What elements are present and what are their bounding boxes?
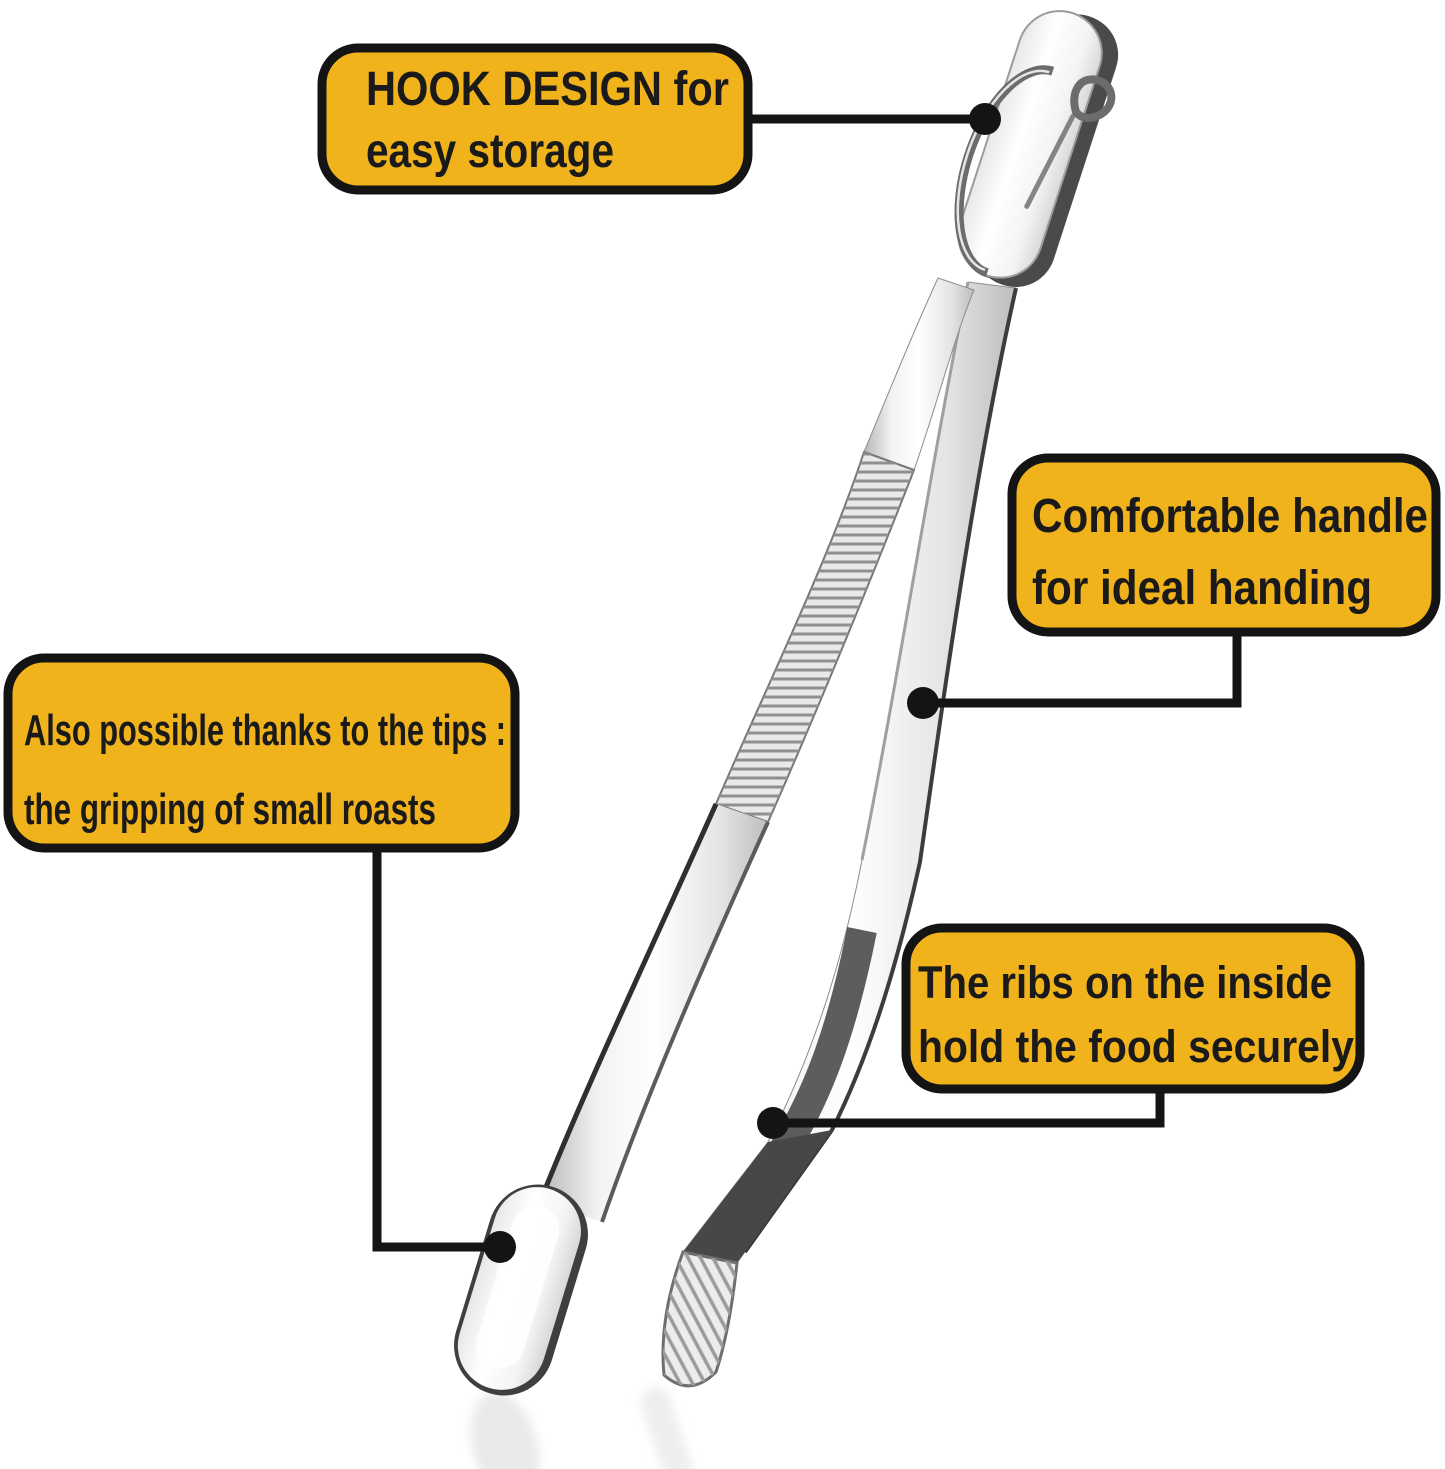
hook-wire-front [954, 65, 1055, 278]
callout-handle-box [1007, 453, 1441, 637]
smooth-arm-outer-edge [743, 287, 1018, 1254]
connector-dot-ribs [757, 1107, 789, 1139]
hook-curl-icon [1070, 75, 1116, 122]
tip-reflections [470, 1386, 696, 1469]
connector-dot-handle [907, 687, 939, 719]
callout-ribs-line2: hold the food securely [918, 1021, 1354, 1072]
head-slit [1024, 113, 1076, 209]
connector-handle [923, 631, 1242, 708]
callout-handle-line2: for ideal handing [1032, 562, 1372, 615]
callout-ribs-box [901, 923, 1365, 1094]
connector-tips [372, 848, 500, 1252]
tweezer-arm-smooth [661, 281, 1018, 1388]
callout-hook-line1: HOOK DESIGN for [366, 63, 729, 116]
connector-dot-tips [484, 1231, 516, 1263]
serrated-grip-texture [716, 452, 914, 822]
callout-handle-line1: Comfortable handle [1032, 490, 1428, 543]
callout-gripping-tips: Also possible thanks to the tips : the g… [3, 653, 520, 853]
callout-hook-line2: easy storage [366, 125, 614, 178]
callout-connectors [372, 103, 1242, 1263]
tip-inner-face [683, 1130, 832, 1263]
callout-tips-line2: the gripping of small roasts [24, 785, 436, 834]
callout-ribs-line1: The ribs on the inside [918, 957, 1332, 1008]
spoon-tip-highlight [476, 1205, 560, 1369]
spoon-tip [454, 1184, 588, 1396]
callout-hook-box [317, 43, 753, 195]
connector-dot-hook [969, 103, 1001, 135]
ribbed-tip-texture [662, 1252, 737, 1386]
callout-comfortable-handle: Comfortable handle for ideal handing [1007, 453, 1441, 637]
ribbed-tip-reflection [640, 1386, 696, 1469]
callout-ribs-inside: The ribs on the inside hold the food sec… [901, 923, 1365, 1094]
tweezer-head [954, 10, 1119, 287]
lower-arm-left-edge [537, 802, 719, 1203]
lower-arm-right-edge [600, 821, 770, 1223]
connector-ribs [773, 1088, 1165, 1128]
hook-wire-highlight [956, 69, 1050, 272]
spoon-tip-reflection [470, 1392, 540, 1469]
smooth-arm-left-edge [860, 281, 970, 861]
callout-tips-box [3, 653, 520, 853]
callout-tips-line1: Also possible thanks to the tips : [24, 706, 506, 755]
serrated-arm-lower [540, 804, 768, 1222]
callout-hook-design: HOOK DESIGN for easy storage [317, 43, 753, 195]
